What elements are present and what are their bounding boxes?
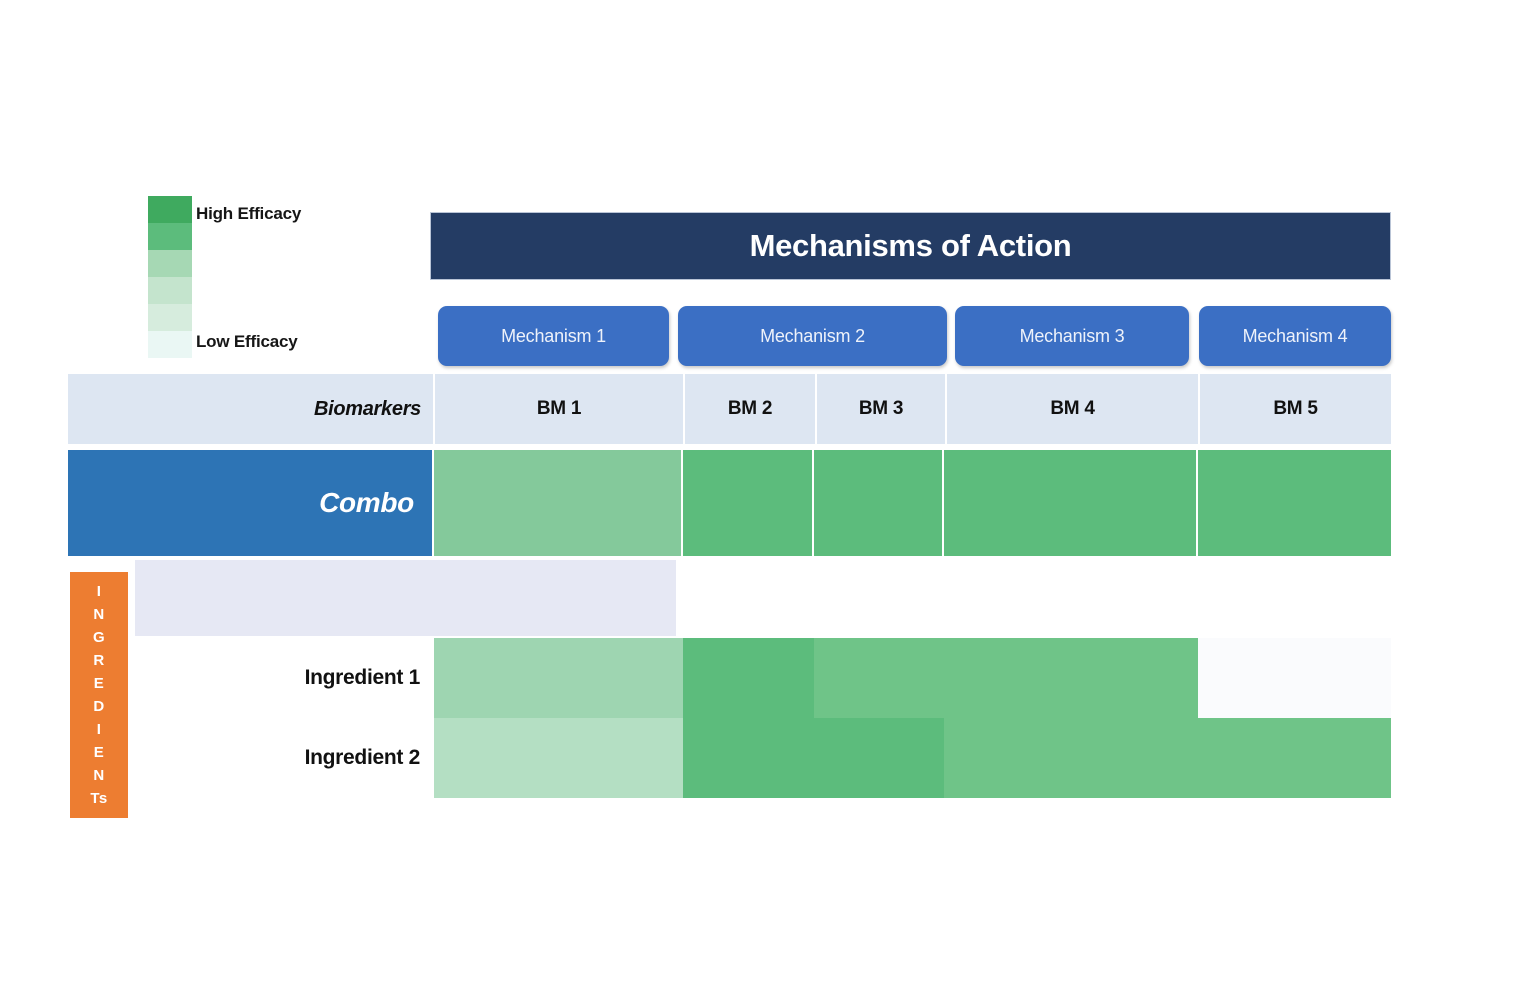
ingredients-tab-letter-2: N: [93, 606, 105, 623]
ingredient-label-text: Ingredient 1: [304, 666, 421, 689]
combo-cell-bm4: [944, 450, 1198, 556]
legend-band-2: [148, 223, 192, 250]
ingredient-2-cell-bm1: [434, 718, 683, 798]
ingredients-tab-letter-1: I: [96, 583, 102, 600]
mechanisms-of-action-title: Mechanisms of Action: [749, 228, 1072, 263]
spacer-row: [135, 560, 683, 636]
combo-label-text: Combo: [319, 487, 414, 518]
biomarker-header-label: BM 1: [536, 398, 582, 419]
legend-band-6: [148, 331, 192, 358]
ingredient-1-cell-bm3: [814, 638, 944, 718]
legend-high-label: High Efficacy: [196, 204, 302, 223]
mechanism-pill-label: Mechanism 4: [1242, 325, 1348, 346]
biomarkers-row-label: Biomarkers: [68, 374, 435, 444]
ingredient-2-cell-bm2: [683, 718, 814, 798]
biomarker-header-cell-5: BM 5: [1200, 374, 1391, 444]
ingredients-tab-letter-10: Ts: [90, 790, 108, 807]
mechanisms-of-action-header: Mechanisms of Action: [430, 212, 1391, 280]
biomarker-header-row: Biomarkers BM 1 BM 2 BM 3 BM 4 BM 5: [68, 374, 1391, 444]
combo-cell-bm5: [1198, 450, 1391, 556]
mechanism-pill-label: Mechanism 3: [1019, 325, 1125, 346]
ingredients-tab-letter-6: D: [93, 698, 105, 715]
mechanism-pill-4[interactable]: Mechanism 4: [1199, 306, 1391, 366]
combo-row-label: Combo: [68, 450, 432, 556]
biomarkers-label-text: Biomarkers: [313, 397, 421, 420]
ingredient-row-label-2: Ingredient 2: [68, 718, 432, 798]
ingredients-tab-letter-3: G: [92, 629, 106, 646]
mechanism-pill-label: Mechanism 1: [501, 325, 606, 346]
ingredient-1-cell-bm5: [1198, 638, 1391, 718]
efficacy-legend-gradient: [148, 196, 192, 358]
ingredient-1-cell-bm4: [944, 638, 1198, 718]
combo-cell-bm1: [434, 450, 683, 556]
mechanism-pill-1[interactable]: Mechanism 1: [438, 306, 669, 366]
combo-cell-bm2: [683, 450, 814, 556]
biomarker-header-cell-4: BM 4: [947, 374, 1200, 444]
ingredients-tab-letter-5: E: [93, 675, 105, 692]
combo-cell-bm3: [814, 450, 944, 556]
ingredients-tab-letter-8: E: [93, 744, 105, 761]
biomarker-header-cell-1: BM 1: [435, 374, 685, 444]
ingredient-2-cell-bm3: [814, 718, 944, 798]
legend-band-4: [148, 277, 192, 304]
ingredient-2-cell-bm4: [944, 718, 1198, 798]
spacer-gap: [676, 560, 683, 636]
mechanism-pill-3[interactable]: Mechanism 3: [955, 306, 1189, 366]
legend-band-5: [148, 304, 192, 331]
biomarker-header-cell-2: BM 2: [685, 374, 817, 444]
biomarker-header-label: BM 4: [1050, 398, 1095, 419]
ingredients-tab-letter-9: N: [93, 767, 105, 784]
legend-low-label: Low Efficacy: [196, 332, 298, 351]
ingredient-label-text: Ingredient 2: [304, 746, 421, 769]
mechanism-pill-2[interactable]: Mechanism 2: [678, 306, 947, 366]
ingredients-tab-letter-4: R: [93, 652, 105, 669]
ingredient-2-cell-bm5: [1198, 718, 1391, 798]
biomarker-header-label: BM 5: [1273, 398, 1318, 419]
ingredient-1-cell-bm2: [683, 638, 814, 718]
biomarker-header-label: BM 2: [727, 398, 773, 419]
ingredients-tab-letter-7: I: [96, 721, 102, 738]
biomarker-header-cell-3: BM 3: [817, 374, 947, 444]
legend-band-3: [148, 250, 192, 277]
biomarker-header-label: BM 3: [858, 398, 904, 419]
ingredient-row-label-1: Ingredient 1: [68, 638, 432, 718]
ingredient-1-cell-bm1: [434, 638, 683, 718]
mechanism-pill-label: Mechanism 2: [760, 325, 865, 346]
legend-band-1: [148, 196, 192, 223]
